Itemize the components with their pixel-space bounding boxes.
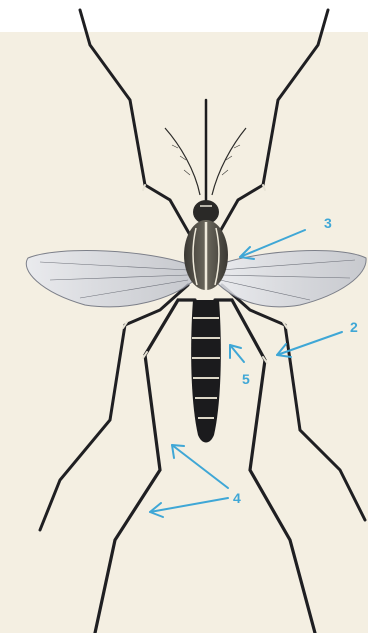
callout-arrow-4-upper xyxy=(172,445,228,488)
callout-arrow-5 xyxy=(230,345,244,362)
callout-label-4: 4 xyxy=(233,491,241,505)
abdomen xyxy=(191,300,221,443)
callout-arrow-4-lower xyxy=(150,498,228,517)
thorax xyxy=(184,220,228,290)
callout-label-5: 5 xyxy=(242,372,250,386)
callout-label-2: 2 xyxy=(350,320,358,334)
callout-label-3: 3 xyxy=(324,216,332,230)
